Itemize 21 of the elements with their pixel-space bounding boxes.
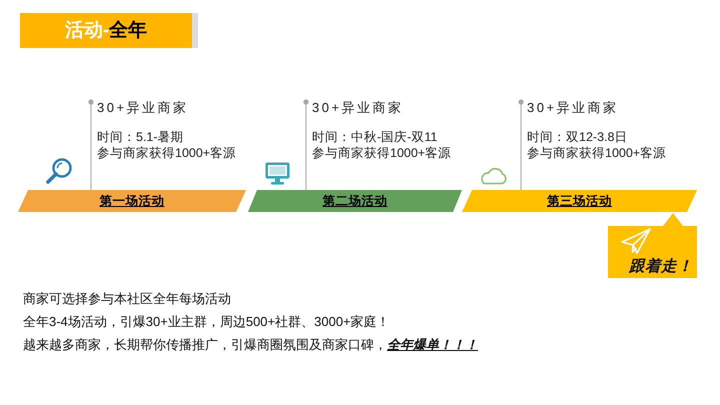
body-text: 全年3-4场活动，引爆30+业主群，周边500+社群、3000+家庭！ xyxy=(23,313,390,331)
count-heading: 30+异业商家 xyxy=(527,99,619,117)
time-text: 时间：5.1-暑期 xyxy=(97,129,184,145)
phase-bar: 第一场活动 xyxy=(18,190,246,212)
benefit-text: 参与商家获得1000+客源 xyxy=(527,145,666,161)
count-heading: 30+异业商家 xyxy=(312,99,404,117)
title-banner: 活动-全年 xyxy=(20,13,198,48)
callout-text: 跟着走！ xyxy=(629,257,693,277)
body-text: 越来越多商家，长期帮你传播推广，引爆商圈氛围及商家口碑，全年爆单！！！ xyxy=(23,336,478,354)
benefit-text: 参与商家获得1000+客源 xyxy=(312,145,452,161)
phase-bar: 第三场活动 xyxy=(462,190,697,212)
leader-line xyxy=(88,99,94,190)
benefit-text: 参与商家获得1000+客源 xyxy=(97,145,236,161)
count-heading: 30+异业商家 xyxy=(97,99,189,117)
leader-line xyxy=(518,99,524,190)
leader-line xyxy=(303,99,309,190)
time-text: 时间：中秋-国庆-双11 xyxy=(312,129,438,145)
phase-bar: 第二场活动 xyxy=(248,190,462,212)
time-text: 时间：双12-3.8日 xyxy=(527,129,628,145)
body-text: 商家可选择参与本社区全年每场活动 xyxy=(23,290,231,308)
callout-box xyxy=(608,212,697,278)
